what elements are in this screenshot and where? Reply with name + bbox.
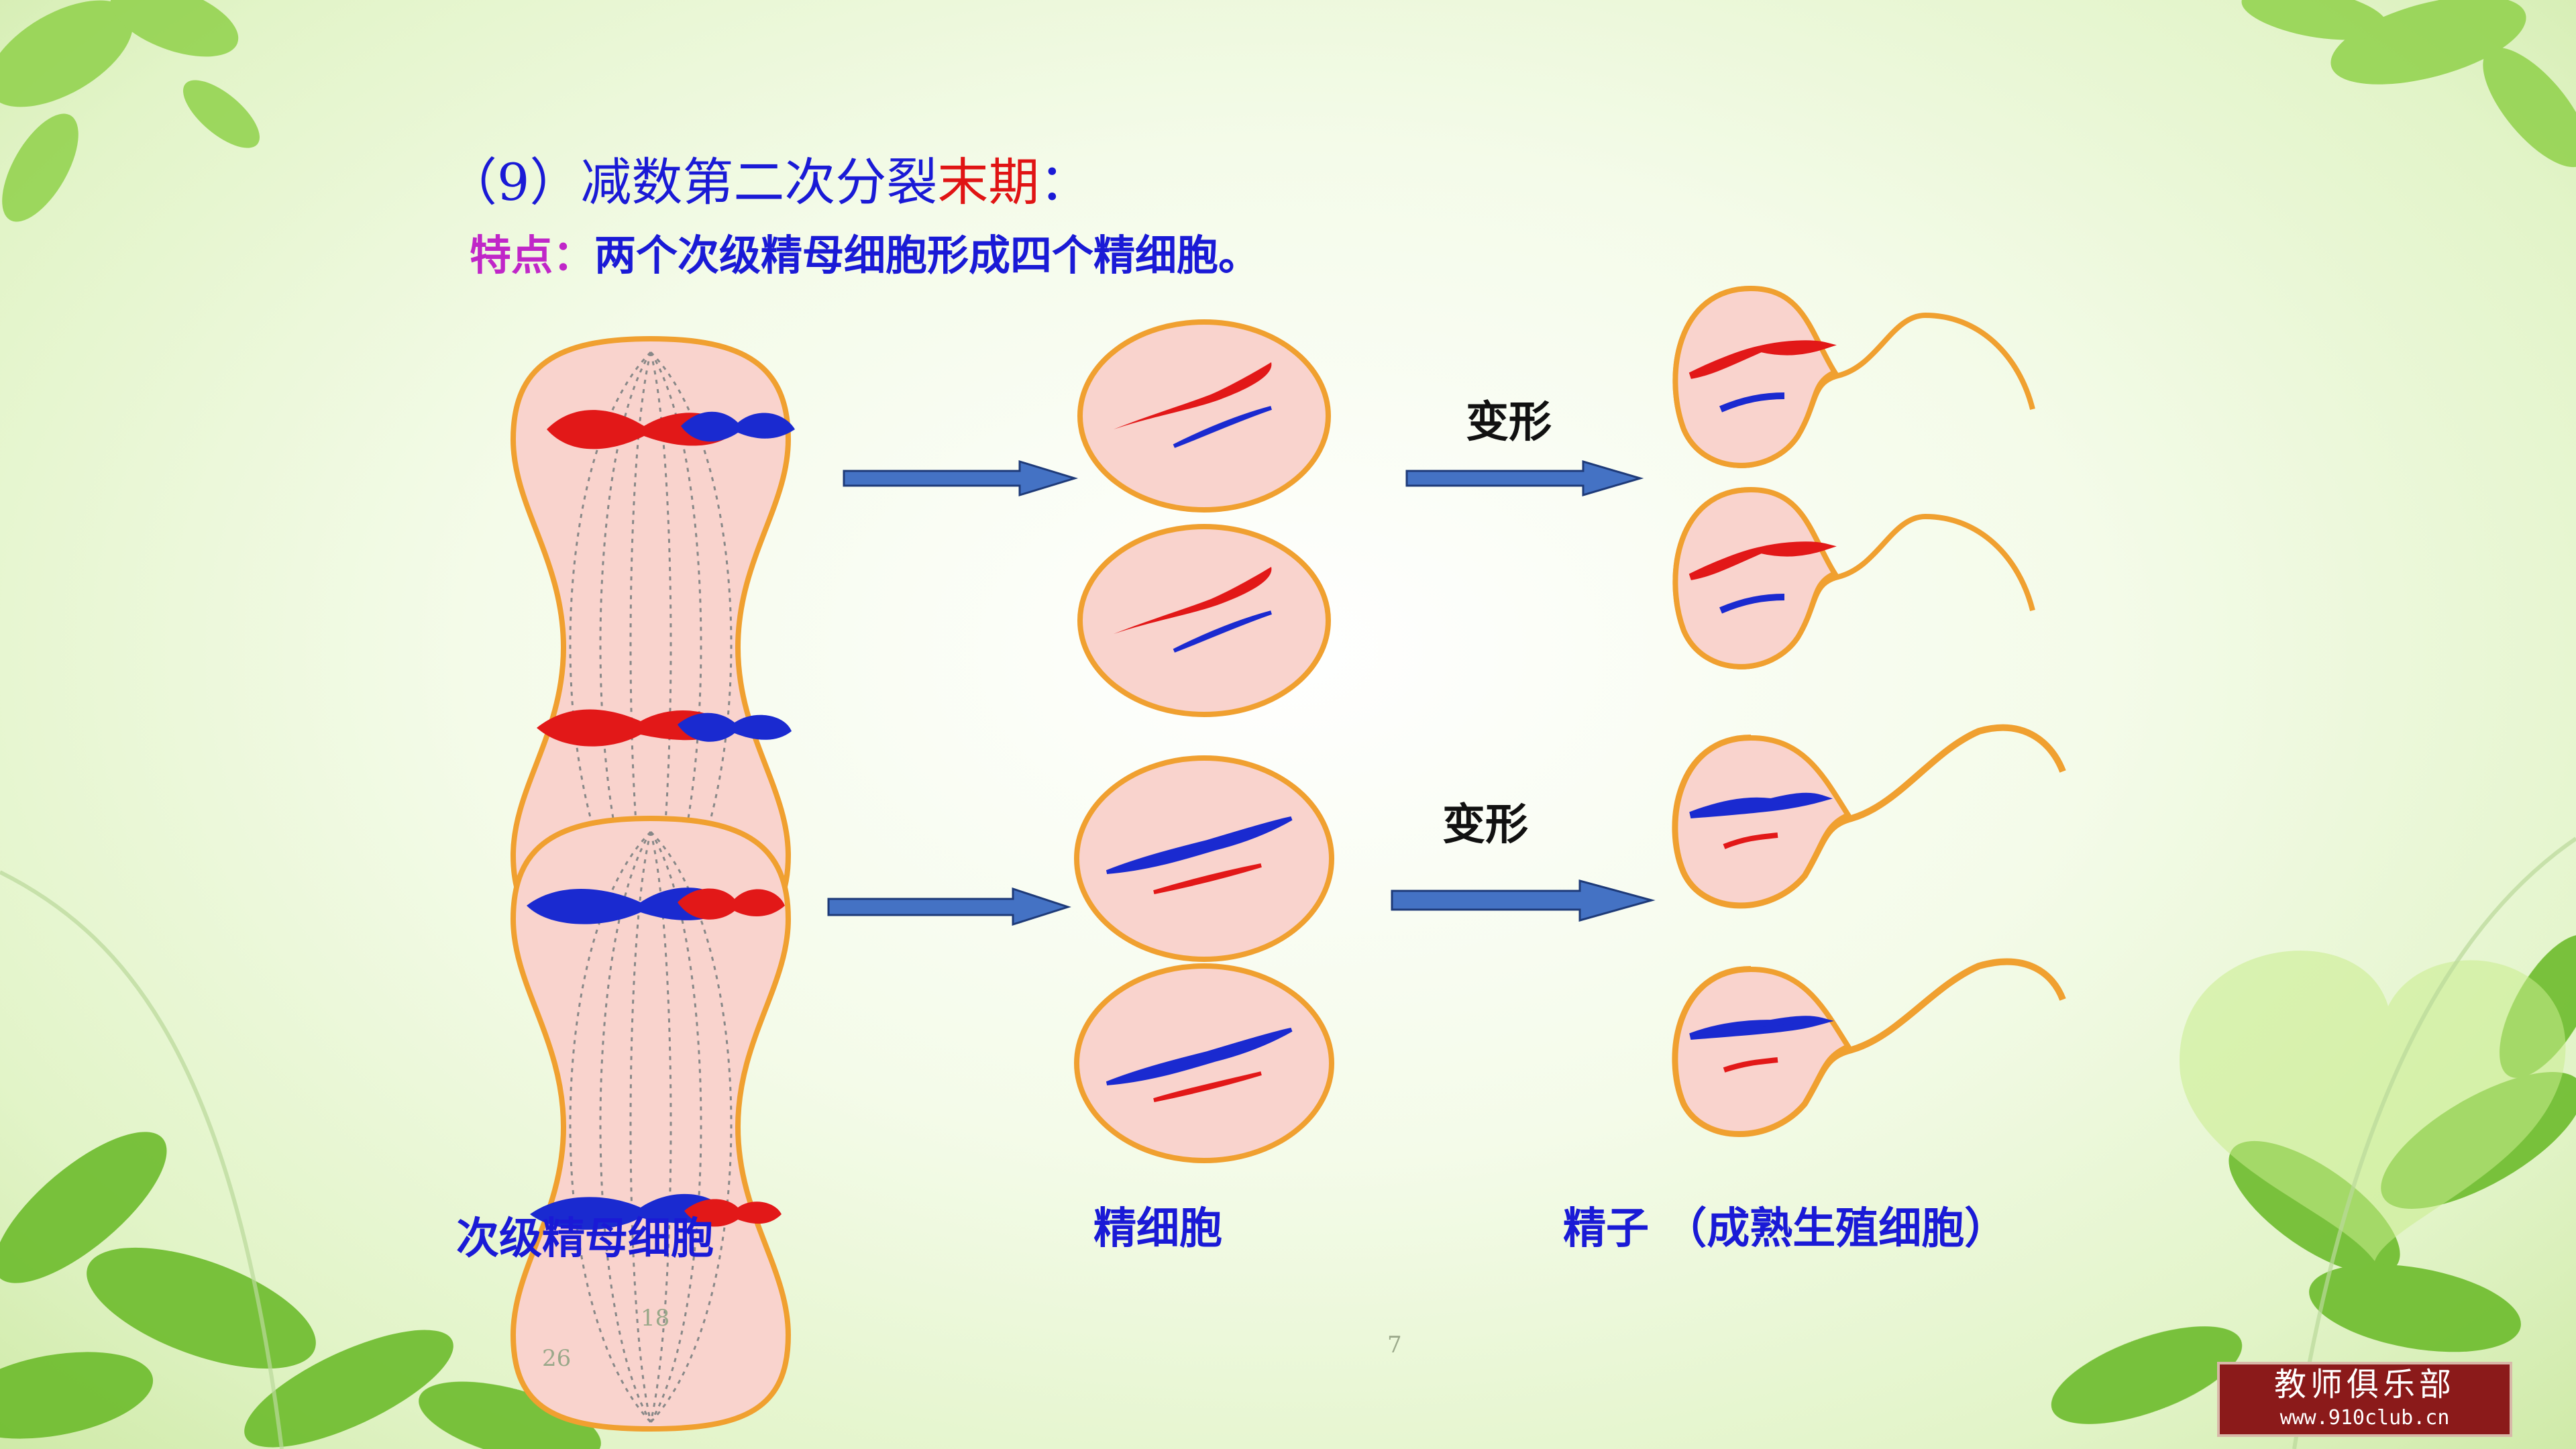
slide-title: （9）减数第二次分裂末期： <box>446 152 1091 212</box>
red-chromosome <box>678 888 785 920</box>
spermatid <box>1074 963 1334 1163</box>
site-logo: 教师俱乐部 www.910club.cn <box>2217 1362 2512 1437</box>
arrow-right <box>1405 460 1644 497</box>
arrow-right <box>1391 879 1656 922</box>
feature-label: 特点： <box>470 231 595 280</box>
red-chromosome <box>547 410 735 449</box>
spermatid <box>1074 755 1334 962</box>
spermatid <box>1077 319 1331 513</box>
title-highlight: 末期 <box>937 152 1040 212</box>
feature-description: 特点：两个次级精母细胞形成四个精细胞。 <box>470 221 1260 282</box>
red-chromosome <box>684 1199 782 1227</box>
feature-text: 两个次级精母细胞形成四个精细胞。 <box>594 231 1260 280</box>
label-secondary-spermatocyte: 次级精母细胞 <box>456 1214 714 1264</box>
secondary-spermatocyte-bottom <box>513 818 788 1429</box>
arrow-right <box>843 460 1079 497</box>
page-number: 18 <box>641 1305 670 1332</box>
sperm-cell <box>1672 486 2035 669</box>
arrow-label-top: 变形 <box>1466 398 1552 447</box>
arrow-label-bottom: 变形 <box>1442 800 1528 850</box>
spermatid <box>1077 524 1331 717</box>
blue-chromosome <box>681 411 795 442</box>
secondary-spermatocyte-top <box>513 339 795 949</box>
label-sperm: 精子 （成熟生殖细胞） <box>1563 1204 2008 1254</box>
blue-chromosome <box>527 888 731 924</box>
sperm-cell <box>1672 724 2066 909</box>
page-number: 26 <box>542 1345 572 1372</box>
arrow-right <box>827 887 1071 926</box>
label-spermatid: 精细胞 <box>1093 1204 1222 1254</box>
page-number: 7 <box>1387 1332 1402 1358</box>
sperm-cell <box>1672 958 2066 1137</box>
blue-chromosome <box>530 1193 724 1230</box>
blue-chromosome <box>678 712 792 742</box>
red-chromosome <box>537 709 731 747</box>
sperm-cell <box>1672 285 2035 468</box>
